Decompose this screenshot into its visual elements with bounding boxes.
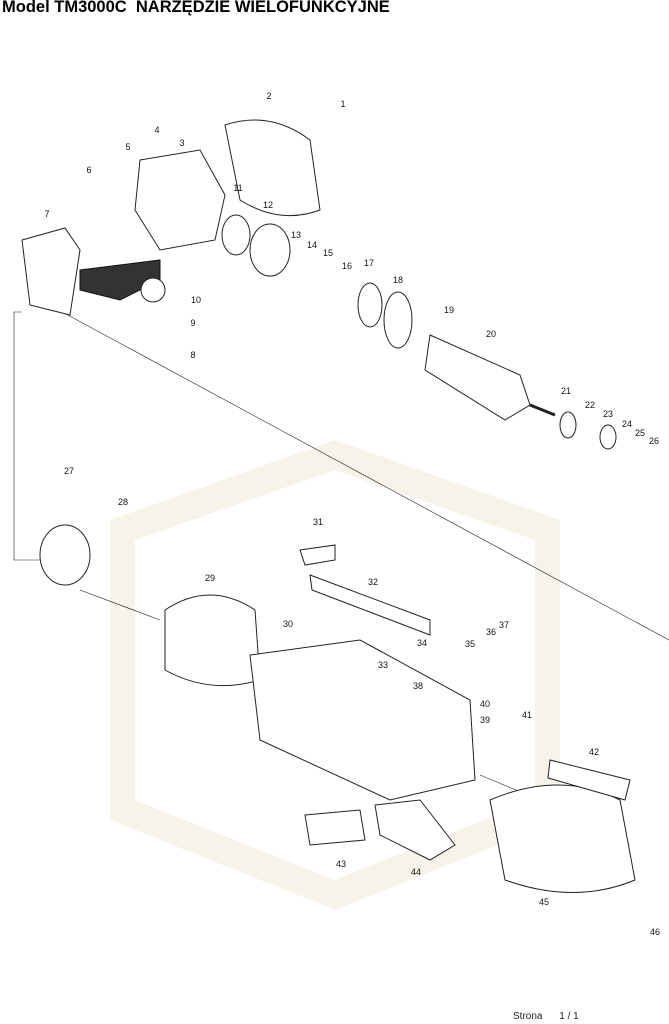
part-label-34: 34 <box>417 638 427 648</box>
part-label-25: 25 <box>635 428 645 438</box>
part-label-19: 19 <box>444 305 454 315</box>
page-footer: Strona 1 / 1 <box>513 1011 593 1022</box>
part-label-46: 46 <box>650 927 660 937</box>
part-label-32: 32 <box>368 577 378 587</box>
part-label-38: 38 <box>413 681 423 691</box>
part-label-17: 17 <box>364 258 374 268</box>
part-label-13: 13 <box>291 230 301 240</box>
part-label-33: 33 <box>378 660 388 670</box>
part-label-8: 8 <box>190 350 195 360</box>
stator <box>164 594 261 687</box>
o-ring <box>221 214 251 256</box>
page-number: 1 / 1 <box>559 1011 579 1022</box>
bearing-23 <box>599 424 617 450</box>
part-label-21: 21 <box>561 386 571 396</box>
part-label-36: 36 <box>486 627 496 637</box>
part-label-10: 10 <box>191 295 201 305</box>
part-label-43: 43 <box>336 859 346 869</box>
baffle-plate <box>383 291 413 349</box>
motor-housing <box>249 639 476 801</box>
part-label-23: 23 <box>603 409 613 419</box>
switch-lever <box>299 544 336 566</box>
gear-housing <box>134 149 226 251</box>
part-label-5: 5 <box>125 142 130 152</box>
part-label-11: 11 <box>233 183 242 193</box>
bearing-21 <box>559 411 577 439</box>
part-label-9: 9 <box>190 318 195 328</box>
bearing <box>357 282 383 328</box>
part-label-2: 2 <box>266 91 271 101</box>
rear-cover <box>489 784 636 893</box>
part-label-24: 24 <box>622 419 632 429</box>
part-label-31: 31 <box>313 517 323 527</box>
part-label-14: 14 <box>307 240 317 250</box>
part-label-40: 40 <box>480 699 490 709</box>
part-label-45: 45 <box>539 897 549 907</box>
part-label-28: 28 <box>118 497 128 507</box>
part-label-30: 30 <box>283 619 293 629</box>
parts-drawings <box>21 119 636 893</box>
part-label-29: 29 <box>205 573 215 583</box>
part-label-7: 7 <box>44 209 49 219</box>
part-label-37: 37 <box>499 620 509 630</box>
part-label-26: 26 <box>649 436 659 446</box>
part-label-12: 12 <box>263 200 273 210</box>
part-label-27: 27 <box>64 466 74 476</box>
controller-44 <box>374 799 456 861</box>
gear-housing-cover <box>224 119 321 217</box>
disc <box>140 277 166 303</box>
part-label-20: 20 <box>486 329 496 339</box>
part-label-16: 16 <box>342 261 352 271</box>
front-cover <box>21 227 81 316</box>
part-label-1: 1 <box>340 99 345 109</box>
part-label-42: 42 <box>589 747 599 757</box>
label-43 <box>304 809 366 846</box>
part-label-41: 41 <box>522 710 532 720</box>
part-label-22: 22 <box>585 400 595 410</box>
part-label-15: 15 <box>323 248 333 258</box>
ring-27 <box>39 524 91 586</box>
part-label-35: 35 <box>465 639 475 649</box>
switch-bar <box>309 574 431 636</box>
part-label-18: 18 <box>393 275 403 285</box>
page-label: Strona <box>513 1011 543 1022</box>
handle-42 <box>547 759 631 801</box>
part-label-3: 3 <box>179 138 184 148</box>
bearing-housing <box>249 223 291 277</box>
part-label-39: 39 <box>480 715 490 725</box>
armature <box>424 334 531 421</box>
part-label-4: 4 <box>154 125 159 135</box>
part-label-44: 44 <box>411 867 421 877</box>
blade <box>79 259 161 301</box>
part-label-6: 6 <box>86 165 91 175</box>
page-title: Model TM3000C NARZĘDZIE WIELOFUNKCYJNE <box>2 0 390 16</box>
